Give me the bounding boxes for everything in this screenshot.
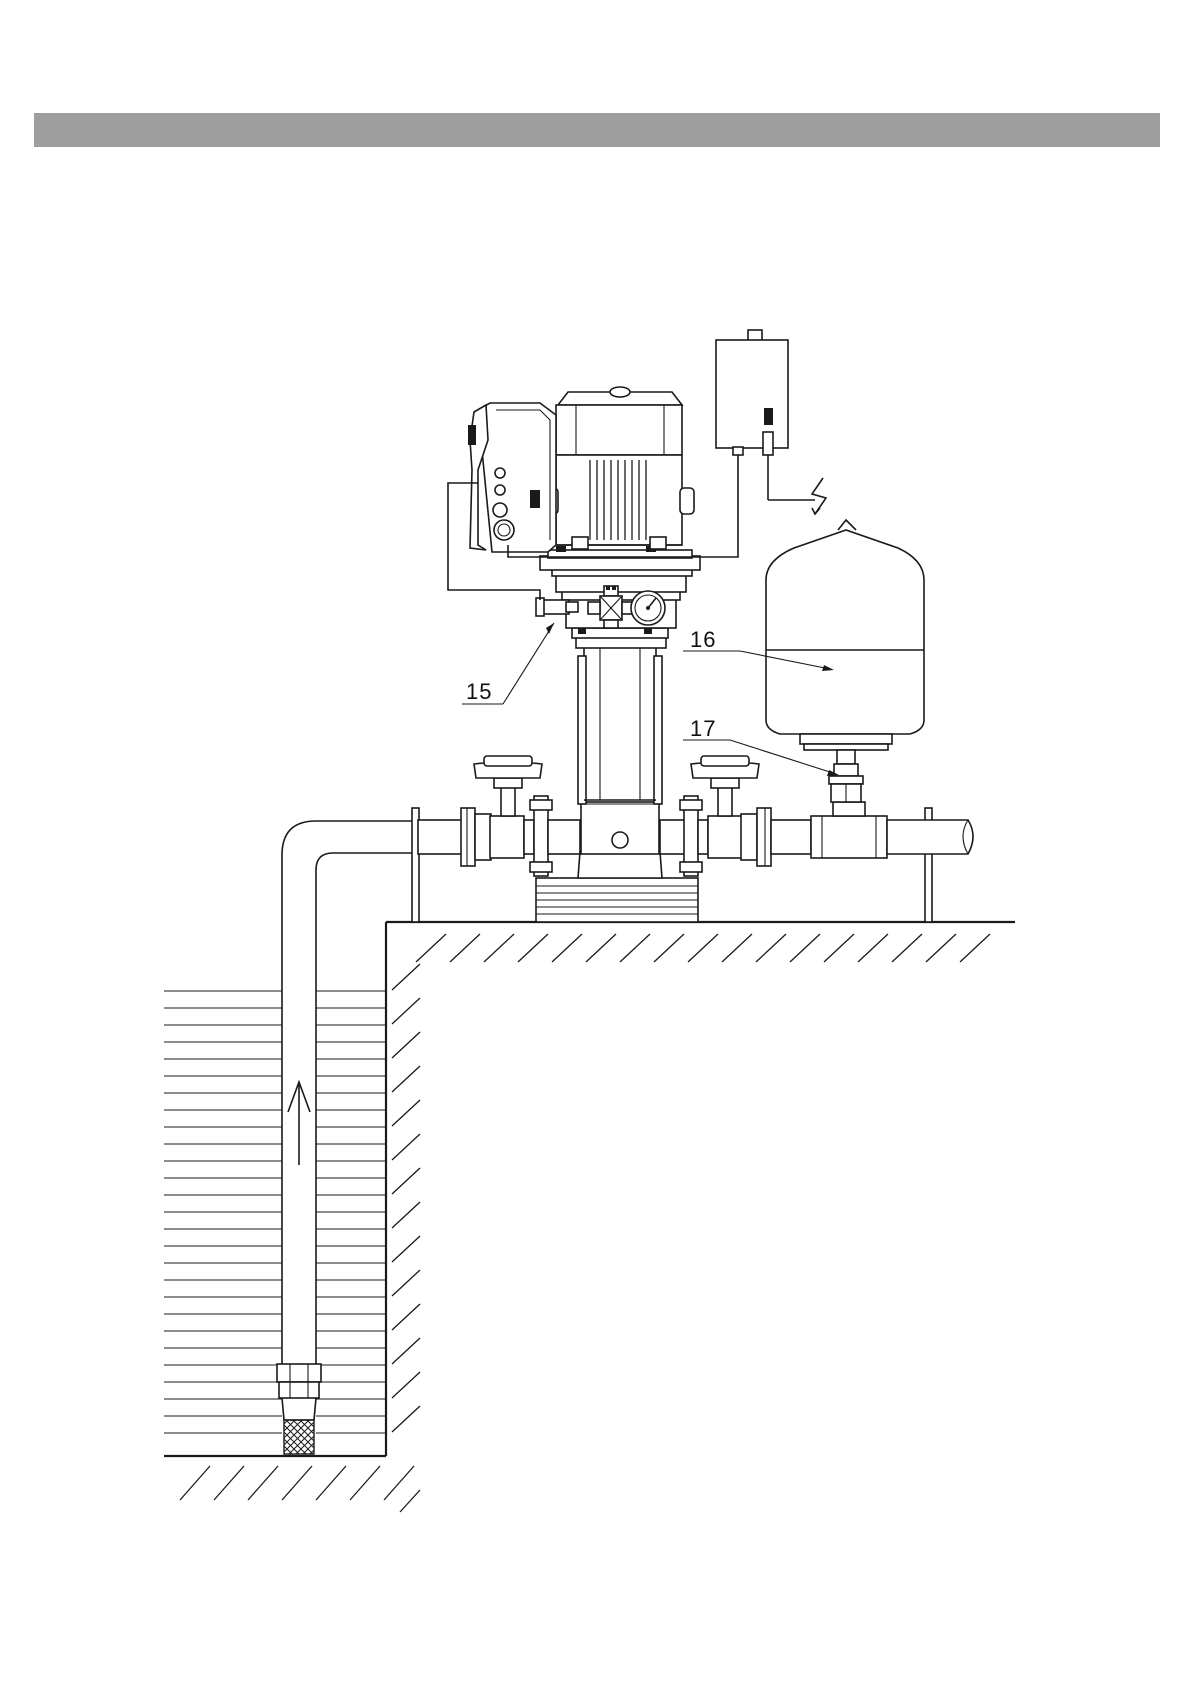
tank-valve [829, 750, 863, 802]
pump-base [536, 852, 698, 922]
pressure-gauge-icon [631, 591, 665, 625]
inverter-controller [468, 403, 556, 552]
well-water [164, 991, 386, 1433]
callout-label-17: 17 [690, 716, 716, 741]
callout-label-15: 15 [466, 679, 492, 704]
callout-15: 15 [462, 623, 554, 704]
led-indicator [495, 468, 505, 478]
suction-pipe [277, 821, 458, 1454]
callout-label-16: 16 [690, 627, 716, 652]
expansion-tank [766, 520, 924, 750]
motor-stool [540, 546, 700, 576]
control-button[interactable] [493, 503, 507, 517]
electric-motor [544, 387, 694, 549]
suction-line [418, 796, 580, 876]
electrical-cabinet [716, 330, 788, 455]
lightning-bolt-icon [812, 478, 826, 514]
control-knob[interactable] [494, 520, 514, 540]
led-indicator [495, 485, 505, 495]
up-arrow-icon [288, 1082, 310, 1165]
pump-hydraulic-body [572, 628, 668, 854]
